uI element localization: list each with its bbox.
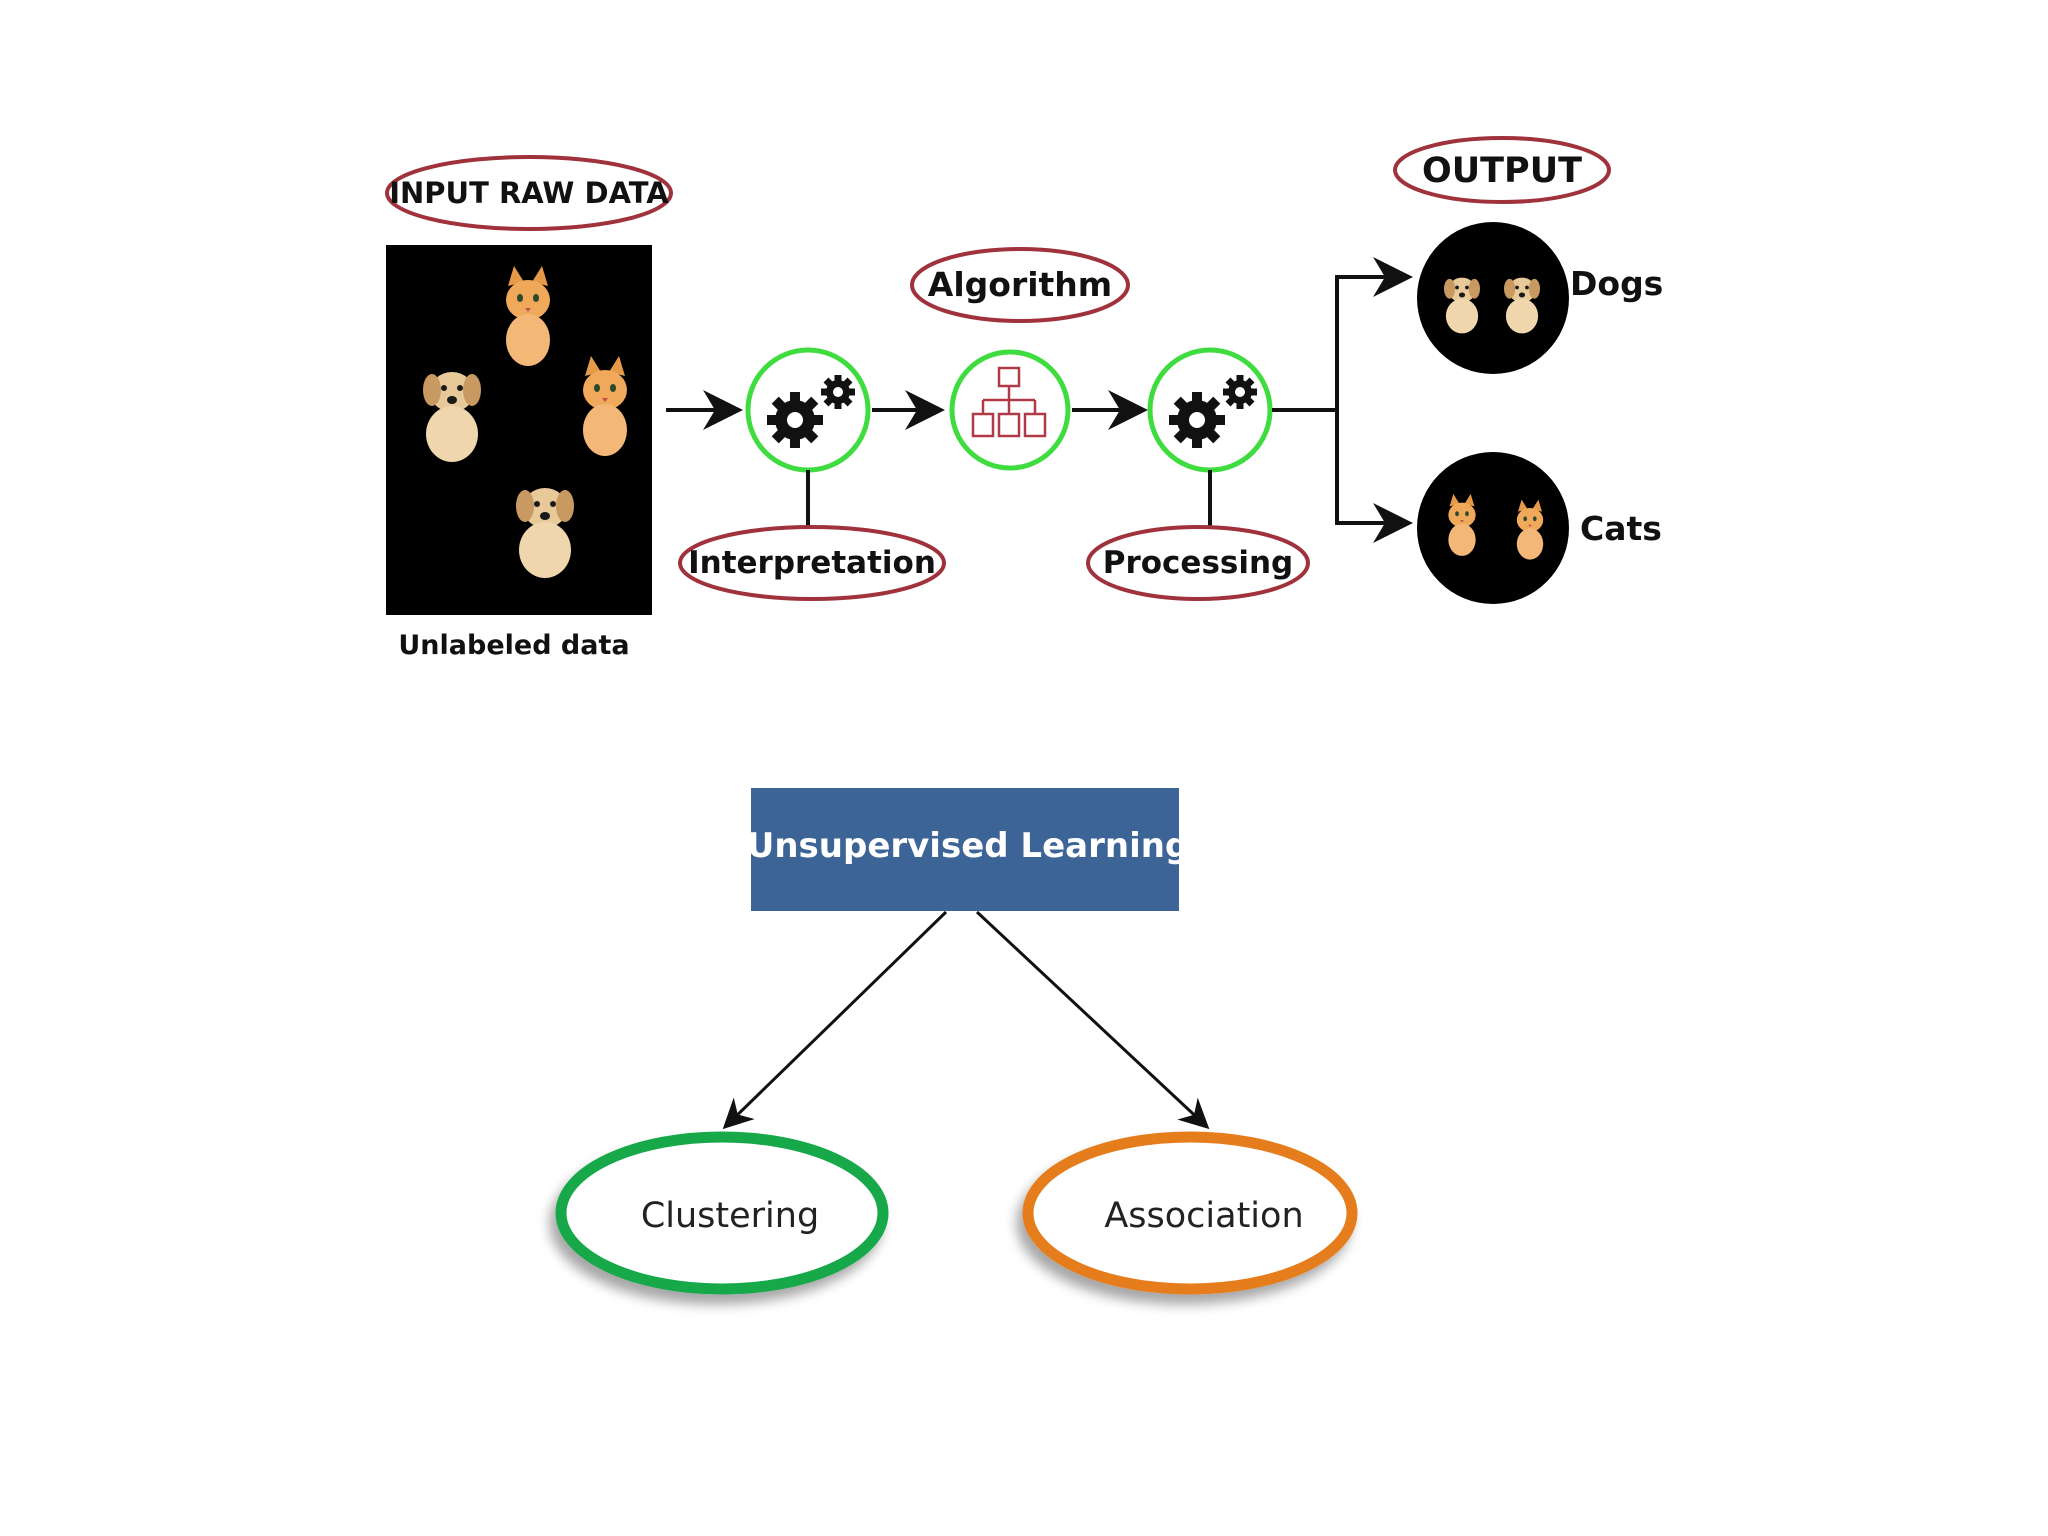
output-branch <box>1272 257 1413 543</box>
gears-icon <box>1169 392 1225 448</box>
dog-photo <box>1444 277 1480 334</box>
dog-photo <box>516 488 574 578</box>
clustering-node <box>555 1131 889 1295</box>
cats-label: Cats <box>1580 509 1662 548</box>
algorithm-node <box>949 349 1071 471</box>
algorithm-label: Algorithm <box>928 265 1112 304</box>
unlabeled-data-photo <box>386 245 652 615</box>
clustering-label: Clustering <box>641 1196 819 1236</box>
dogs-output <box>1417 222 1569 374</box>
gears-icon <box>767 392 823 448</box>
org-chart-icon <box>971 366 1047 438</box>
processing-pill: Processing <box>1086 525 1310 601</box>
unlabeled-data-caption: Unlabeled data <box>398 630 629 661</box>
association-node <box>1022 1131 1358 1295</box>
algorithm-pill: Algorithm <box>910 247 1130 323</box>
arrow-to-clustering <box>722 910 948 1130</box>
association-label: Association <box>1104 1196 1303 1236</box>
output-label: OUTPUT <box>1422 151 1582 191</box>
interpretation-node <box>745 347 871 473</box>
dog-photo <box>1504 277 1540 334</box>
interpretation-pill: Interpretation <box>678 525 946 601</box>
unsupervised-learning-label: Unsupervised Learning <box>747 826 1190 866</box>
arrow-to-association <box>975 910 1210 1130</box>
input-raw-data-pill: INPUT RAW DATA <box>385 155 673 231</box>
processing-node <box>1147 347 1273 473</box>
input-raw-data-label: INPUT RAW DATA <box>389 176 669 210</box>
output-pill: OUTPUT <box>1393 136 1611 204</box>
cats-output <box>1417 452 1569 604</box>
interpretation-label: Interpretation <box>688 545 936 581</box>
unsupervised-learning-box: Unsupervised Learning <box>747 788 1190 911</box>
gears-icon <box>1223 375 1257 409</box>
dog-photo <box>423 372 481 462</box>
processing-label: Processing <box>1103 545 1294 581</box>
dogs-label: Dogs <box>1570 264 1663 303</box>
gears-icon <box>821 375 855 409</box>
